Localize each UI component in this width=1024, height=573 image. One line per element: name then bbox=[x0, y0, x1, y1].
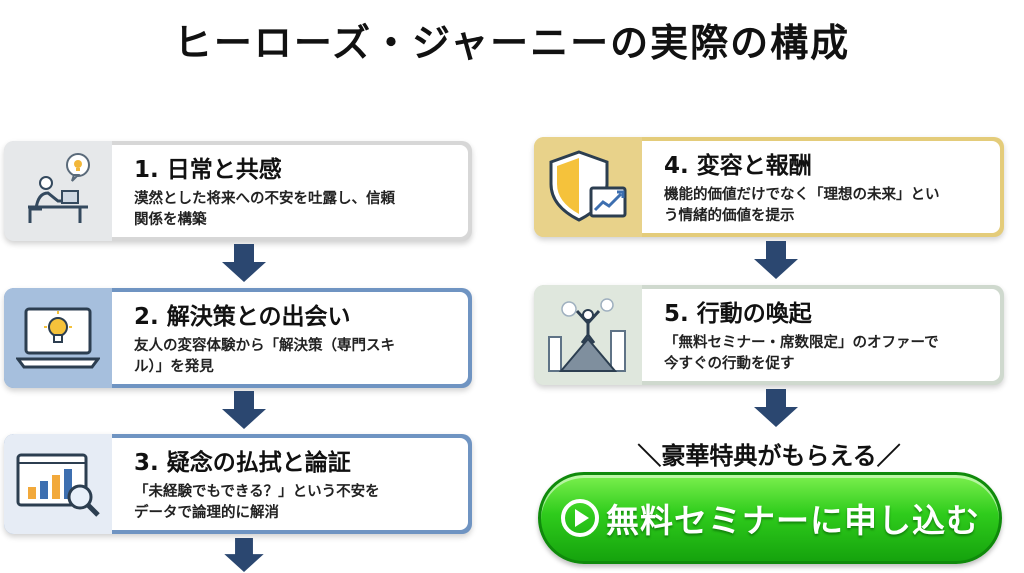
step-card-2: 2. 解決策との出会い 友人の変容体験から「解決策（専門スキ ル）」を発見 bbox=[4, 288, 472, 388]
step-desc-line: 「未経験でもできる？」という不安を bbox=[134, 484, 380, 500]
step-desc-line: 今すぐの行動を促す bbox=[664, 356, 795, 372]
step-card-3: 3. 疑念の払拭と論証 「未経験でもできる？」という不安を データで論理的に解消 bbox=[4, 434, 472, 534]
step-desc-line: 機能的価値だけでなく「理想の未来」とい bbox=[664, 187, 940, 203]
down-arrow-icon bbox=[754, 241, 798, 279]
seminar-signup-button[interactable]: 無料セミナーに申し込む bbox=[538, 472, 1002, 564]
laptop-lightbulb-icon bbox=[16, 307, 100, 369]
step-desc: 「未経験でもできる？」という不安を データで論理的に解消 bbox=[134, 482, 454, 524]
down-arrow-icon bbox=[222, 244, 266, 282]
down-arrow-icon bbox=[224, 538, 264, 572]
shield-chart-icon bbox=[549, 150, 627, 222]
step-desc: 「無料セミナー・席数限定」のオファーで 今すぐの行動を促す bbox=[664, 333, 986, 375]
bonus-caption: ＼豪華特典がもらえる／ bbox=[637, 442, 901, 470]
step-title: 2. 解決策との出会い bbox=[134, 304, 351, 330]
step-desc: 漠然とした将来への不安を吐露し、信頼 関係を構築 bbox=[134, 189, 454, 231]
step-desc-line: う情緒的価値を提示 bbox=[664, 208, 795, 224]
step-title: 4. 変容と報酬 bbox=[664, 153, 812, 179]
step-title: 3. 疑念の払拭と論証 bbox=[134, 450, 351, 476]
step-title: 1. 日常と共感 bbox=[134, 157, 282, 183]
step-text-panel: 5. 行動の喚起 「無料セミナー・席数限定」のオファーで 今すぐの行動を促す bbox=[642, 289, 1000, 381]
page-title: ヒーローズ・ジャーニーの実際の構成 bbox=[173, 21, 851, 65]
step-title: 5. 行動の喚起 bbox=[664, 301, 812, 327]
chart-magnifier-icon bbox=[16, 453, 100, 517]
step-icon-panel bbox=[4, 434, 112, 534]
step-desc-line: 漠然とした将来への不安を吐露し、信頼 bbox=[134, 191, 395, 207]
step-card-5: 5. 行動の喚起 「無料セミナー・席数限定」のオファーで 今すぐの行動を促す bbox=[534, 285, 1004, 385]
down-arrow-icon bbox=[222, 391, 266, 429]
step-desc: 友人の変容体験から「解決策（専門スキ ル）」を発見 bbox=[134, 336, 454, 378]
person-mountain-icon bbox=[548, 298, 626, 372]
down-arrow-icon bbox=[754, 389, 798, 427]
step-text-panel: 4. 変容と報酬 機能的価値だけでなく「理想の未来」とい う情緒的価値を提示 bbox=[642, 141, 1000, 233]
cta-label: 無料セミナーに申し込む bbox=[606, 501, 980, 540]
step-desc-line: データで論理的に解消 bbox=[134, 505, 279, 521]
step-desc-line: 関係を構築 bbox=[134, 212, 207, 228]
step-text-panel: 1. 日常と共感 漠然とした将来への不安を吐露し、信頼 関係を構築 bbox=[112, 145, 468, 237]
step-card-1: 1. 日常と共感 漠然とした将来への不安を吐露し、信頼 関係を構築 bbox=[4, 141, 472, 241]
person-at-desk-icon bbox=[28, 153, 90, 223]
step-desc: 機能的価値だけでなく「理想の未来」とい う情緒的価値を提示 bbox=[664, 185, 986, 227]
step-text-panel: 2. 解決策との出会い 友人の変容体験から「解決策（専門スキ ル）」を発見 bbox=[112, 292, 468, 384]
step-icon-panel bbox=[534, 285, 642, 385]
step-icon-panel bbox=[4, 288, 112, 388]
step-text-panel: 3. 疑念の払拭と論証 「未経験でもできる？」という不安を データで論理的に解消 bbox=[112, 438, 468, 530]
step-icon-panel bbox=[534, 137, 642, 237]
step-desc-line: ル）」を発見 bbox=[134, 359, 214, 375]
step-desc-line: 友人の変容体験から「解決策（専門スキ bbox=[134, 338, 395, 354]
step-desc-line: 「無料セミナー・席数限定」のオファーで bbox=[664, 335, 939, 351]
step-icon-panel bbox=[4, 141, 112, 241]
play-icon bbox=[561, 499, 599, 537]
step-card-4: 4. 変容と報酬 機能的価値だけでなく「理想の未来」とい う情緒的価値を提示 bbox=[534, 137, 1004, 237]
